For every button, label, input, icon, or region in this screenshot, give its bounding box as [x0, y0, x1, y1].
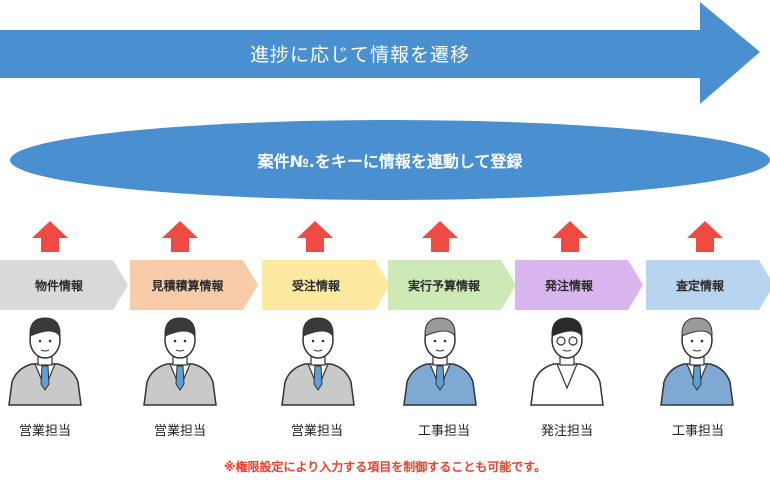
stage-chevron-3	[262, 260, 390, 310]
eye-left	[690, 339, 694, 343]
mouth	[40, 349, 50, 352]
stage-label-5: 発注情報	[544, 278, 593, 293]
eye-right	[48, 339, 52, 343]
eye-left	[311, 339, 315, 343]
stage-label-1: 物件情報	[34, 278, 83, 293]
businessman-icon	[8, 317, 82, 406]
up-arrow-icon	[552, 221, 588, 252]
progress-banner-text: 進捗に応じて情報を遷移	[249, 43, 470, 66]
businessman-icon	[281, 317, 355, 406]
tie	[692, 365, 702, 391]
hair	[551, 317, 583, 338]
eye-left	[433, 339, 437, 343]
up-arrow-icon	[162, 221, 198, 252]
stage-chevron-2	[130, 260, 258, 310]
eye-left	[38, 339, 42, 343]
up-arrow-icon	[687, 221, 723, 252]
glasses-right	[568, 336, 578, 346]
hair	[302, 317, 334, 338]
stage-label-6: 査定情報	[675, 278, 724, 293]
stage-chevron-4	[388, 260, 516, 310]
permission-note: ※権限設定により入力する項目を制御することも可能です。	[223, 460, 547, 474]
eye-right	[321, 339, 325, 343]
mouth	[562, 349, 572, 352]
role-label-6: 工事担当	[671, 424, 724, 439]
stage-label-4: 実行予算情報	[407, 278, 480, 293]
role-label-5: 発注担当	[540, 424, 593, 439]
role-label-2: 営業担当	[153, 424, 206, 439]
engineer-icon	[660, 317, 734, 406]
woman-with-glasses-icon	[530, 317, 604, 406]
eye-right	[183, 339, 187, 343]
role-label-3: 営業担当	[290, 424, 343, 439]
up-arrow-icon	[32, 221, 68, 252]
glasses-left	[556, 336, 566, 346]
up-arrow-icon	[297, 221, 333, 252]
engineer-icon	[403, 317, 477, 406]
mouth	[435, 349, 445, 352]
stage-chevron-5	[515, 260, 643, 310]
mouth	[313, 349, 323, 352]
role-label-1: 営業担当	[18, 424, 71, 439]
businessman-icon	[143, 317, 217, 406]
up-arrow-icon	[422, 221, 458, 252]
hair	[681, 317, 713, 338]
hair	[424, 317, 456, 338]
hair	[29, 317, 61, 338]
stage-chevron-1	[0, 260, 128, 310]
stage-label-2: 見積積算情報	[151, 278, 224, 293]
role-label-4: 工事担当	[417, 424, 470, 439]
eye-right	[700, 339, 704, 343]
mouth	[692, 349, 702, 352]
hair	[164, 317, 196, 338]
tie	[435, 365, 445, 391]
progress-banner-arrow	[0, 2, 760, 104]
tie	[175, 365, 185, 391]
eye-left	[173, 339, 177, 343]
tie	[313, 365, 323, 391]
linkage-ellipse-text: 案件№.をキーに情報を連動して登録	[257, 152, 523, 171]
mouth	[175, 349, 185, 352]
stage-label-3: 受注情報	[291, 278, 340, 293]
linkage-ellipse	[10, 120, 770, 200]
stage-chevron-6	[646, 260, 770, 310]
eye-right	[443, 339, 447, 343]
tie	[40, 365, 50, 391]
